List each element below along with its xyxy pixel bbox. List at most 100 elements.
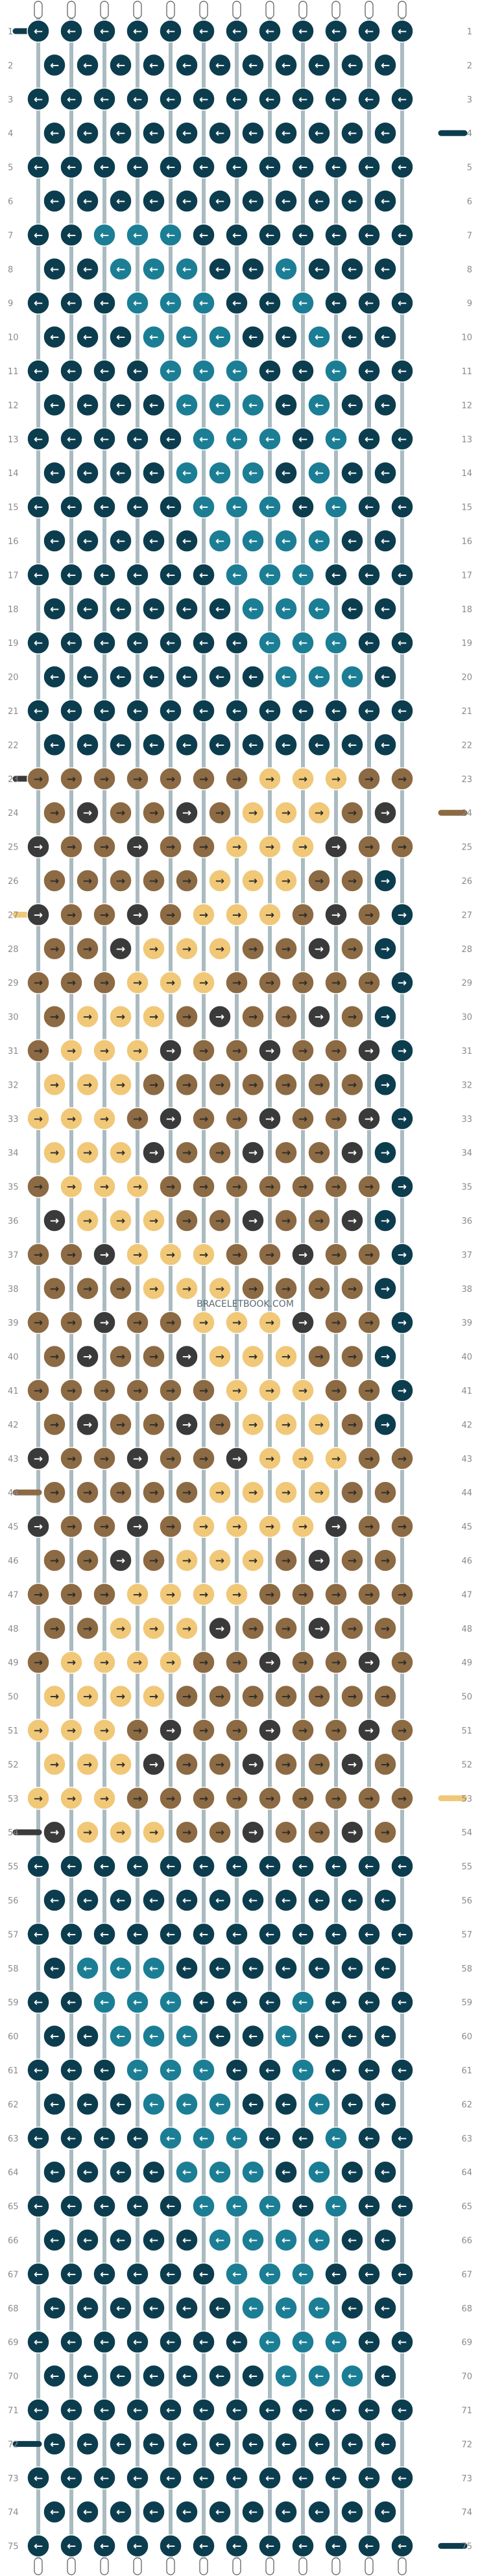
- string-bottom-cap: [67, 2557, 76, 2575]
- right-arrow-icon: →: [149, 1758, 158, 1771]
- knot: →: [126, 1039, 149, 1062]
- left-arrow-icon: ←: [116, 2166, 125, 2179]
- knot: →: [307, 1209, 331, 1232]
- left-arrow-icon: ←: [331, 2132, 341, 2145]
- knot: →: [274, 1684, 298, 1708]
- knot: ←: [126, 1990, 149, 2014]
- right-arrow-icon: →: [315, 1418, 324, 1431]
- right-arrow-icon: →: [83, 1418, 92, 1431]
- knot: →: [307, 1752, 331, 1776]
- knot: ←: [274, 597, 298, 621]
- knot: ←: [192, 2058, 215, 2082]
- right-arrow-icon: →: [100, 1588, 109, 1601]
- right-arrow-icon: →: [265, 773, 274, 786]
- knot: →: [126, 1787, 149, 1810]
- left-arrow-icon: ←: [182, 195, 191, 208]
- knot: ←: [109, 2296, 132, 2320]
- left-arrow-icon: ←: [248, 59, 258, 72]
- left-arrow-icon: ←: [282, 535, 291, 548]
- left-arrow-icon: ←: [116, 739, 125, 752]
- row-label-left: 19: [8, 639, 19, 649]
- knot: ←: [60, 2330, 83, 2354]
- knot: ←: [142, 1889, 165, 1912]
- knot: →: [109, 1820, 132, 1844]
- left-arrow-icon: ←: [315, 331, 324, 344]
- knot: →: [175, 1752, 198, 1776]
- knot: →: [93, 1651, 116, 1674]
- knot: →: [93, 971, 116, 994]
- left-arrow-icon: ←: [50, 2098, 59, 2111]
- knot: →: [159, 1447, 182, 1470]
- knot: →: [225, 1039, 248, 1062]
- right-arrow-icon: →: [116, 875, 125, 888]
- right-arrow-icon: →: [365, 1045, 374, 1058]
- knot: ←: [126, 699, 149, 722]
- knot: ←: [27, 88, 50, 111]
- left-arrow-icon: ←: [133, 297, 142, 310]
- knot: →: [307, 1277, 331, 1300]
- right-arrow-icon: →: [348, 1215, 357, 1228]
- left-arrow-icon: ←: [182, 263, 191, 276]
- knot: ←: [291, 2127, 315, 2150]
- left-arrow-icon: ←: [298, 433, 307, 446]
- knot: ←: [225, 2262, 248, 2286]
- knot: ←: [192, 427, 215, 451]
- knot: ←: [60, 2534, 83, 2558]
- right-arrow-icon: →: [116, 1283, 125, 1296]
- knot: →: [109, 1549, 132, 1572]
- knot: →: [27, 903, 50, 927]
- knot: ←: [76, 53, 99, 77]
- left-arrow-icon: ←: [215, 2302, 224, 2315]
- knot: ←: [109, 2500, 132, 2523]
- right-arrow-icon: →: [50, 943, 59, 956]
- knot: →: [341, 801, 364, 824]
- knot: →: [291, 971, 315, 994]
- left-arrow-icon: ←: [398, 2132, 407, 2145]
- knot: ←: [357, 359, 381, 383]
- right-arrow-icon: →: [166, 1317, 175, 1330]
- knot: ←: [258, 291, 282, 315]
- right-arrow-icon: →: [199, 1385, 208, 1398]
- knot: ←: [76, 1889, 99, 1912]
- knot: ←: [274, 461, 298, 484]
- left-arrow-icon: ←: [116, 467, 125, 480]
- knot: ←: [175, 189, 198, 213]
- knot: ←: [142, 665, 165, 689]
- left-arrow-icon: ←: [265, 2268, 274, 2281]
- left-arrow-icon: ←: [83, 1894, 92, 1907]
- right-arrow-icon: →: [182, 1826, 191, 1839]
- knot: ←: [93, 1854, 116, 1878]
- right-arrow-icon: →: [331, 1181, 341, 1194]
- knot: ←: [43, 325, 66, 349]
- left-arrow-icon: ←: [365, 569, 374, 582]
- right-arrow-icon: →: [232, 773, 241, 786]
- left-arrow-icon: ←: [215, 535, 224, 548]
- knot: ←: [126, 155, 149, 179]
- right-arrow-icon: →: [298, 1588, 307, 1601]
- right-arrow-icon: →: [133, 1045, 142, 1058]
- knot: →: [258, 1175, 282, 1199]
- right-arrow-icon: →: [248, 1826, 258, 1839]
- left-arrow-icon: ←: [215, 2166, 224, 2179]
- row-label-right: 17: [461, 571, 472, 580]
- left-arrow-icon: ←: [116, 2302, 125, 2315]
- left-arrow-icon: ←: [331, 1861, 341, 1874]
- knot: ←: [357, 2194, 381, 2218]
- right-arrow-icon: →: [232, 1793, 241, 1806]
- knot: ←: [241, 733, 265, 757]
- left-arrow-icon: ←: [100, 93, 109, 106]
- left-arrow-icon: ←: [282, 2370, 291, 2383]
- right-arrow-icon: →: [298, 1724, 307, 1737]
- left-arrow-icon: ←: [265, 2200, 274, 2213]
- right-arrow-icon: →: [331, 977, 341, 990]
- left-arrow-icon: ←: [166, 2200, 175, 2213]
- knot: ←: [258, 2262, 282, 2286]
- left-arrow-icon: ←: [331, 705, 341, 718]
- right-arrow-icon: →: [116, 1555, 125, 1568]
- right-arrow-icon: →: [265, 1113, 274, 1126]
- knot: →: [175, 1073, 198, 1097]
- row-label-left: 32: [8, 1080, 19, 1090]
- knot: →: [274, 869, 298, 892]
- knot: ←: [109, 2228, 132, 2252]
- row-label-left: 35: [8, 1183, 19, 1193]
